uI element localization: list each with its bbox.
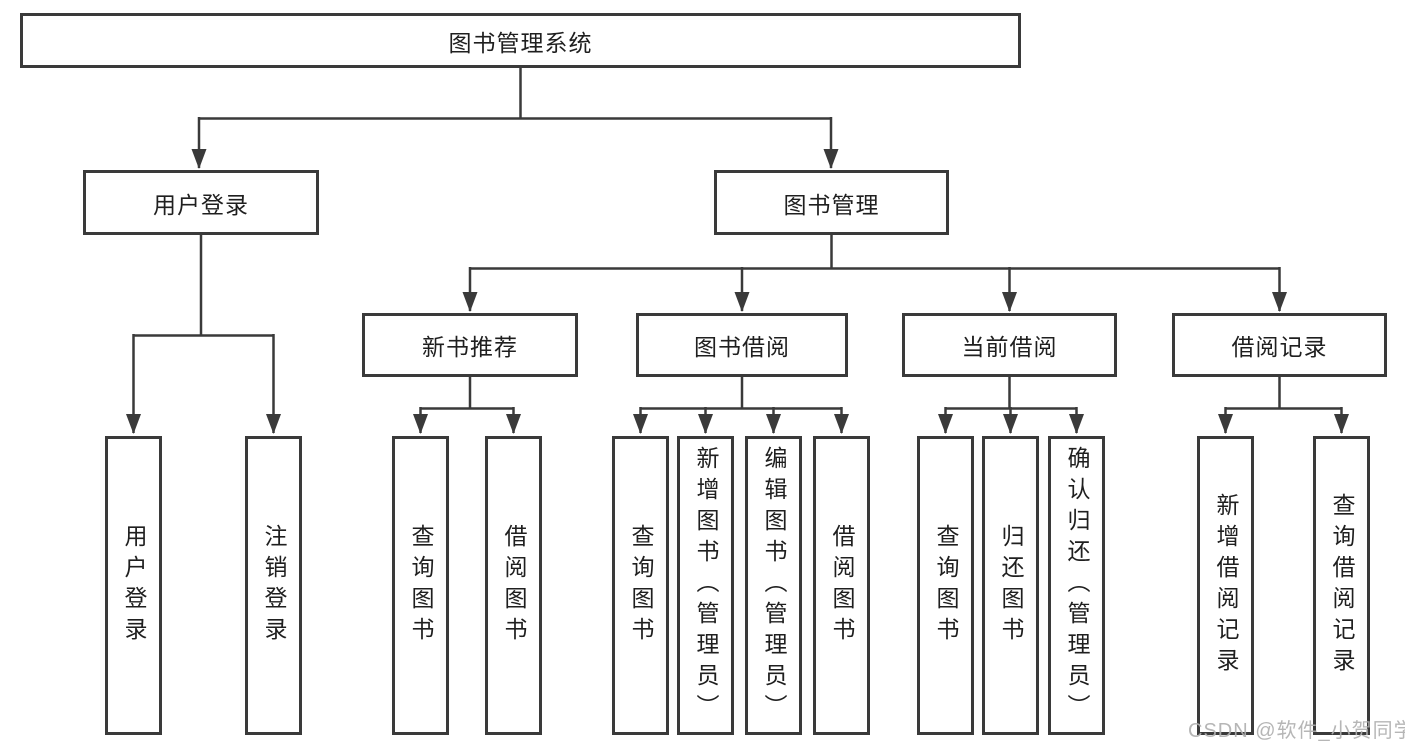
leaf-query-book-3: 查询图书 — [917, 436, 974, 735]
leaf-query-book-1: 查询图书 — [392, 436, 449, 735]
leaf-edit-book-admin: 编辑图书（管理员） — [745, 436, 802, 735]
connector-book-mgmt-rail — [470, 235, 1280, 270]
csdn-watermark: CSDN @软件_小贺同学 — [1188, 720, 1405, 742]
leaf-query-book-2: 查询图书 — [612, 436, 669, 735]
leaf-logout: 注销登录 — [245, 436, 302, 735]
connector-book-borrow-rail — [640, 377, 842, 410]
connector-root-rail — [199, 68, 831, 120]
connector-current-borrow-rail — [945, 377, 1077, 410]
leaf-user-login: 用户登录 — [105, 436, 162, 735]
node-borrow-record: 借阅记录 — [1172, 313, 1387, 377]
node-book-management: 图书管理 — [714, 170, 949, 235]
leaf-borrow-book-2: 借阅图书 — [813, 436, 870, 735]
connector-new-book-rail — [420, 377, 514, 410]
leaf-confirm-return-admin: 确认归还（管理员） — [1048, 436, 1105, 735]
connector-user-login-rail — [133, 235, 274, 337]
connector-borrow-record-rail — [1225, 377, 1342, 410]
node-user-login: 用户登录 — [83, 170, 319, 235]
leaf-return-book: 归还图书 — [982, 436, 1039, 735]
leaf-query-borrow-record: 查询借阅记录 — [1313, 436, 1370, 735]
node-new-book-recommend: 新书推荐 — [362, 313, 578, 377]
leaf-add-book-admin: 新增图书（管理员） — [677, 436, 734, 735]
leaf-borrow-book-1: 借阅图书 — [485, 436, 542, 735]
node-root-system: 图书管理系统 — [20, 13, 1021, 68]
node-book-borrow: 图书借阅 — [636, 313, 848, 377]
leaf-add-borrow-record: 新增借阅记录 — [1197, 436, 1254, 735]
node-current-borrow: 当前借阅 — [902, 313, 1117, 377]
